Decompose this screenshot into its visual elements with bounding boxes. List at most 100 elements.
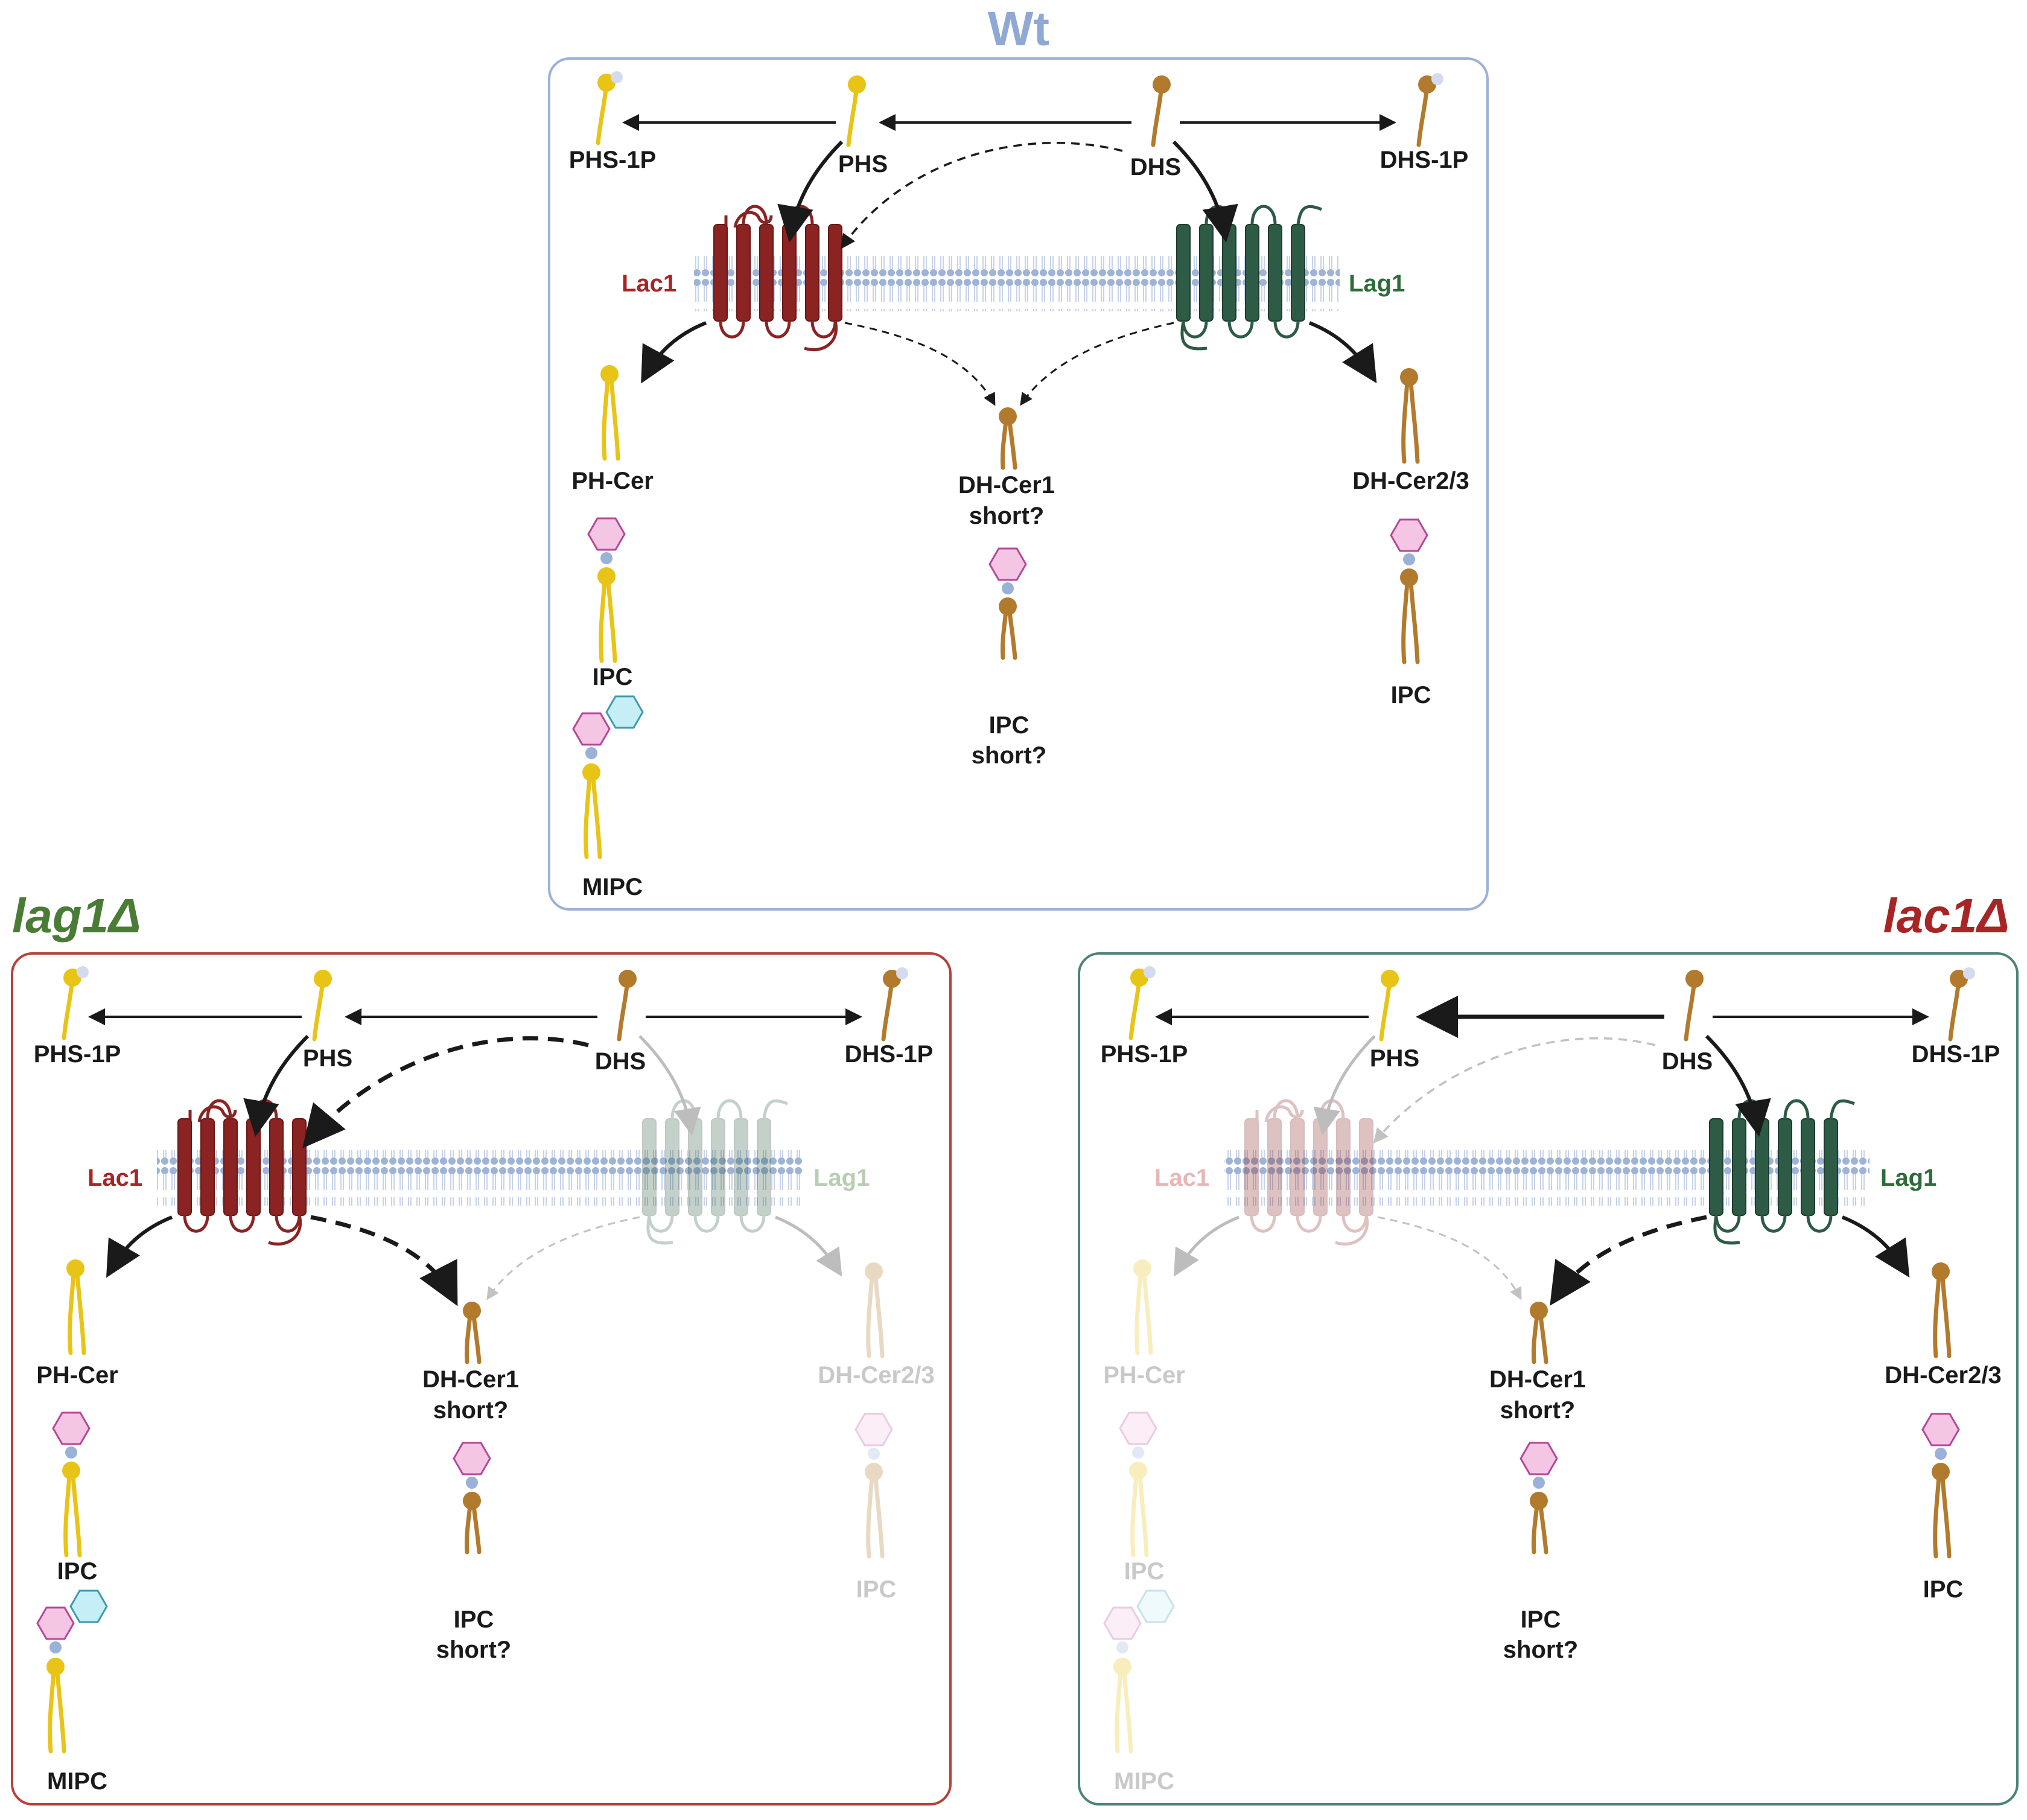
arrow-phs-to-lac1 bbox=[243, 1034, 310, 1137]
label-phcer: PH-Cer bbox=[36, 1362, 118, 1389]
dhs-molecule bbox=[619, 970, 637, 1039]
lac1-deletion-panel: PHS-1P PHS DHS DHS-1P Lac1 Lag1 PH-Cer D… bbox=[1078, 952, 2019, 1806]
label-phs: PHS bbox=[303, 1045, 352, 1072]
dhs-1p-molecule bbox=[1418, 73, 1443, 145]
label-ipc-left: IPC bbox=[57, 1558, 98, 1585]
arrow-lag1-to-dhcer23 bbox=[1308, 321, 1377, 384]
label-mipc: MIPC bbox=[582, 874, 643, 900]
label-lag1-faded: Lag1 bbox=[813, 1165, 870, 1191]
dhcer1-molecule bbox=[999, 407, 1017, 468]
phs-1p-molecule bbox=[597, 71, 623, 143]
label-dhcer1: DH-Cer1 bbox=[422, 1366, 519, 1393]
label-ipc-center: IPC bbox=[1521, 1606, 1561, 1633]
arrow-dhs-to-lag1-faded bbox=[638, 1035, 701, 1136]
arrow-dhs-to-lag1 bbox=[1705, 1034, 1771, 1137]
label-ipc-left: IPC bbox=[593, 664, 633, 690]
dhs-molecule bbox=[1153, 75, 1171, 145]
label-phs: PHS bbox=[838, 151, 888, 177]
phcer-molecule-faded bbox=[1133, 1259, 1151, 1353]
mipc-molecule bbox=[573, 696, 643, 857]
arrow-dhs-to-lac1-faded-dashed bbox=[1373, 1037, 1656, 1144]
arrow-lag1-to-dhcer1-dashed-bold bbox=[1550, 1215, 1707, 1306]
arrow-lac1-to-dhcer1-dashed-bold bbox=[310, 1215, 458, 1306]
ipc-yellow-molecule bbox=[53, 1413, 89, 1555]
label-dhs: DHS bbox=[595, 1048, 646, 1075]
label-dhcer1-short: short? bbox=[969, 503, 1044, 529]
phs-1p-molecule bbox=[1130, 966, 1156, 1038]
mipc-molecule-faded bbox=[1104, 1591, 1174, 1751]
label-lag1: Lag1 bbox=[1880, 1165, 1936, 1191]
label-lac1: Lac1 bbox=[88, 1165, 142, 1191]
dhcer1-molecule bbox=[463, 1302, 481, 1362]
label-dhcer1: DH-Cer1 bbox=[1489, 1366, 1586, 1393]
label-mipc: MIPC bbox=[47, 1768, 107, 1795]
label-phs-1p: PHS-1P bbox=[569, 147, 657, 173]
wt-panel-title: Wt bbox=[988, 2, 1049, 56]
lag1-deletion-panel: PHS-1P PHS DHS DHS-1P Lac1 Lag1 PH-Cer D… bbox=[11, 952, 952, 1806]
arrow-lag1-to-dhcer23 bbox=[1841, 1215, 1910, 1278]
ipc-short-molecule bbox=[454, 1443, 490, 1552]
phs-1p-molecule bbox=[63, 966, 89, 1038]
lac1-panel-frame bbox=[1078, 952, 2019, 1806]
label-dhcer1-short: short? bbox=[433, 1397, 508, 1424]
label-lac1-faded: Lac1 bbox=[1154, 1165, 1209, 1191]
dhcer23-molecule-faded bbox=[865, 1262, 883, 1356]
ipc-brown-molecule-faded bbox=[856, 1414, 892, 1556]
label-dhs: DHS bbox=[1662, 1048, 1713, 1075]
ipc-brown-molecule bbox=[1923, 1414, 1959, 1556]
arrow-lac1-to-phcer bbox=[106, 1215, 173, 1278]
arrow-lac1-to-dhcer1-dashed bbox=[844, 322, 996, 406]
label-dhcer1-short: short? bbox=[1500, 1397, 1575, 1424]
label-dhcer1: DH-Cer1 bbox=[958, 472, 1055, 498]
arrow-lac1-to-phcer-faded bbox=[1174, 1215, 1239, 1277]
label-ipc-center: IPC bbox=[454, 1606, 494, 1633]
label-phs-1p: PHS-1P bbox=[34, 1041, 121, 1068]
dhcer23-molecule bbox=[1932, 1262, 1950, 1356]
ipc-yellow-molecule bbox=[588, 518, 625, 661]
phs-molecule bbox=[848, 75, 866, 145]
arrow-phs-to-lac1 bbox=[777, 140, 844, 243]
dhcer1-molecule bbox=[1530, 1302, 1548, 1362]
arrow-phs-to-lac1-faded bbox=[1313, 1035, 1376, 1136]
label-ipc-right: IPC bbox=[1391, 682, 1431, 708]
dhcer23-molecule bbox=[1400, 368, 1418, 462]
arrow-lac1-to-phcer bbox=[641, 321, 707, 384]
label-lac1: Lac1 bbox=[622, 270, 676, 297]
label-dhs: DHS bbox=[1130, 154, 1181, 180]
ipc-short-molecule bbox=[990, 549, 1026, 658]
label-dhs-1p: DHS-1P bbox=[1380, 147, 1469, 173]
ipc-yellow-molecule-faded bbox=[1120, 1413, 1156, 1555]
label-ipc-center-short: short? bbox=[1503, 1637, 1578, 1663]
arrow-lag1-to-dhcer23-faded bbox=[775, 1215, 842, 1277]
arrow-lag1-to-dhcer1-dashed bbox=[1020, 322, 1174, 406]
label-lag1: Lag1 bbox=[1349, 270, 1405, 297]
lag1-panel-title: lag1Δ bbox=[12, 889, 141, 943]
label-dhcer23: DH-Cer2/3 bbox=[1885, 1362, 2001, 1389]
label-dhcer23-faded: DH-Cer2/3 bbox=[818, 1362, 934, 1389]
wt-panel-frame bbox=[548, 57, 1489, 911]
phcer-molecule bbox=[66, 1259, 84, 1353]
arrow-lag1-to-dhcer1-faded-dashed bbox=[486, 1216, 640, 1300]
dhs-1p-molecule bbox=[1950, 967, 1975, 1039]
label-dhs-1p: DHS-1P bbox=[1912, 1041, 2000, 1068]
lac1-panel-title: lac1Δ bbox=[1883, 889, 2009, 943]
label-ipc-right: IPC bbox=[1923, 1576, 1964, 1603]
wt-panel: PHS-1P PHS DHS DHS-1P Lac1 Lag1 PH-Cer D… bbox=[548, 57, 1489, 911]
label-phcer: PH-Cer bbox=[571, 468, 654, 494]
label-ipc-center: IPC bbox=[989, 712, 1029, 739]
mipc-molecule bbox=[37, 1591, 107, 1751]
phs-molecule bbox=[1381, 970, 1399, 1039]
dhs-1p-molecule bbox=[883, 967, 908, 1039]
label-mipc-faded: MIPC bbox=[1114, 1768, 1174, 1795]
phcer-molecule bbox=[600, 365, 619, 459]
ipc-brown-molecule bbox=[1391, 520, 1427, 662]
dhs-molecule bbox=[1685, 970, 1704, 1039]
label-ipc-right-faded: IPC bbox=[856, 1576, 897, 1603]
label-phs-1p: PHS-1P bbox=[1101, 1041, 1188, 1068]
lag1-panel-frame bbox=[11, 952, 952, 1806]
label-ipc-center-short: short? bbox=[436, 1637, 511, 1663]
arrow-lac1-to-dhcer1-faded-dashed bbox=[1377, 1216, 1522, 1300]
arrow-dhs-to-lac1-dashed-bold bbox=[302, 1036, 589, 1148]
label-dhcer23: DH-Cer2/3 bbox=[1352, 468, 1469, 494]
label-phcer-faded: PH-Cer bbox=[1103, 1362, 1185, 1389]
